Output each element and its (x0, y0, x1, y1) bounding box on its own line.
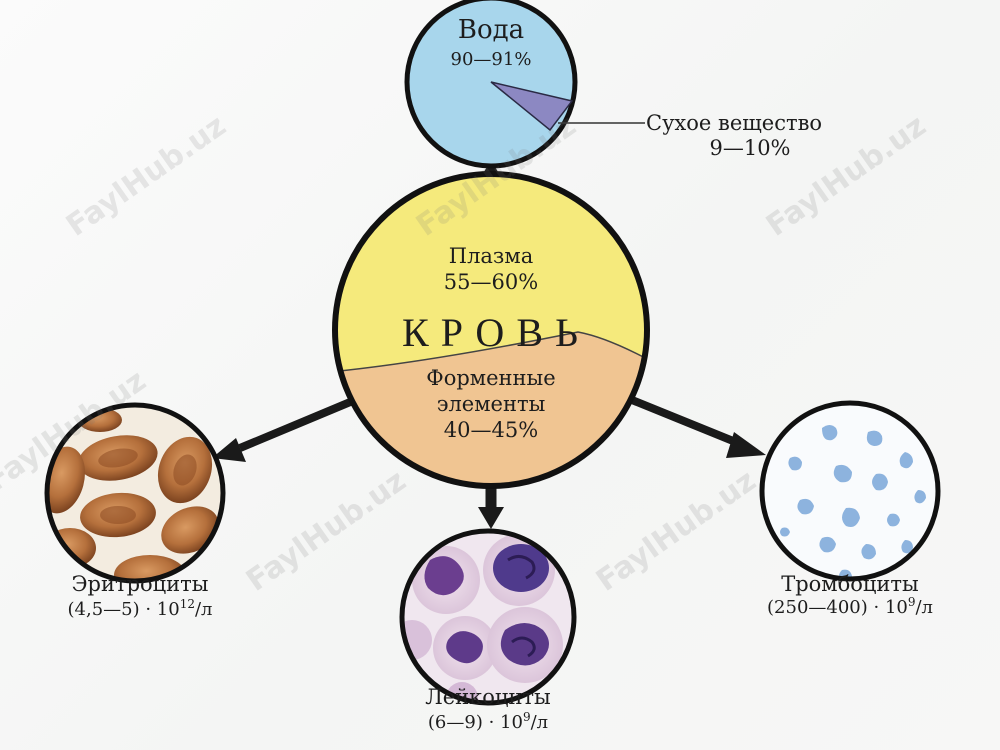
erythrocytes-value: (4,5—5) · 1012/л (67, 597, 213, 620)
erythrocytes-label: Эритроциты (71, 572, 209, 596)
formed-elements-label-line2: элементы (436, 392, 546, 416)
arrow-to-thrombocytes (630, 396, 766, 458)
blood-circle (332, 171, 650, 489)
arrow-to-erythrocytes (212, 396, 357, 462)
leukocytes-circle (399, 528, 577, 706)
thrombocytes-value: (250—400) · 109/л (767, 595, 933, 618)
formed-elements-label-line1: Форменные (426, 366, 556, 390)
dry-matter-value: 9—10% (709, 136, 791, 160)
leukocytes-value: (6—9) · 109/л (427, 710, 549, 733)
arrow-to-leukocytes (478, 486, 504, 529)
erythrocytes-circle (44, 402, 226, 584)
water-circle (404, 0, 645, 169)
thrombocytes-label: Тромбоциты (781, 572, 919, 596)
plasma-label: Плазма (448, 244, 534, 268)
blood-title: КРОВЬ (402, 310, 590, 355)
formed-elements-value: 40—45% (443, 418, 539, 442)
dry-matter-label: Сухое вещество (646, 111, 823, 135)
platelet-cells (780, 425, 926, 579)
dry-matter-wedge (490, 81, 574, 132)
thrombocytes-circle (759, 400, 941, 582)
water-value: 90—91% (450, 49, 532, 70)
leukocytes-label: Лейкоциты (425, 685, 551, 709)
water-label: Вода (457, 15, 525, 45)
plasma-value: 55—60% (443, 270, 539, 294)
